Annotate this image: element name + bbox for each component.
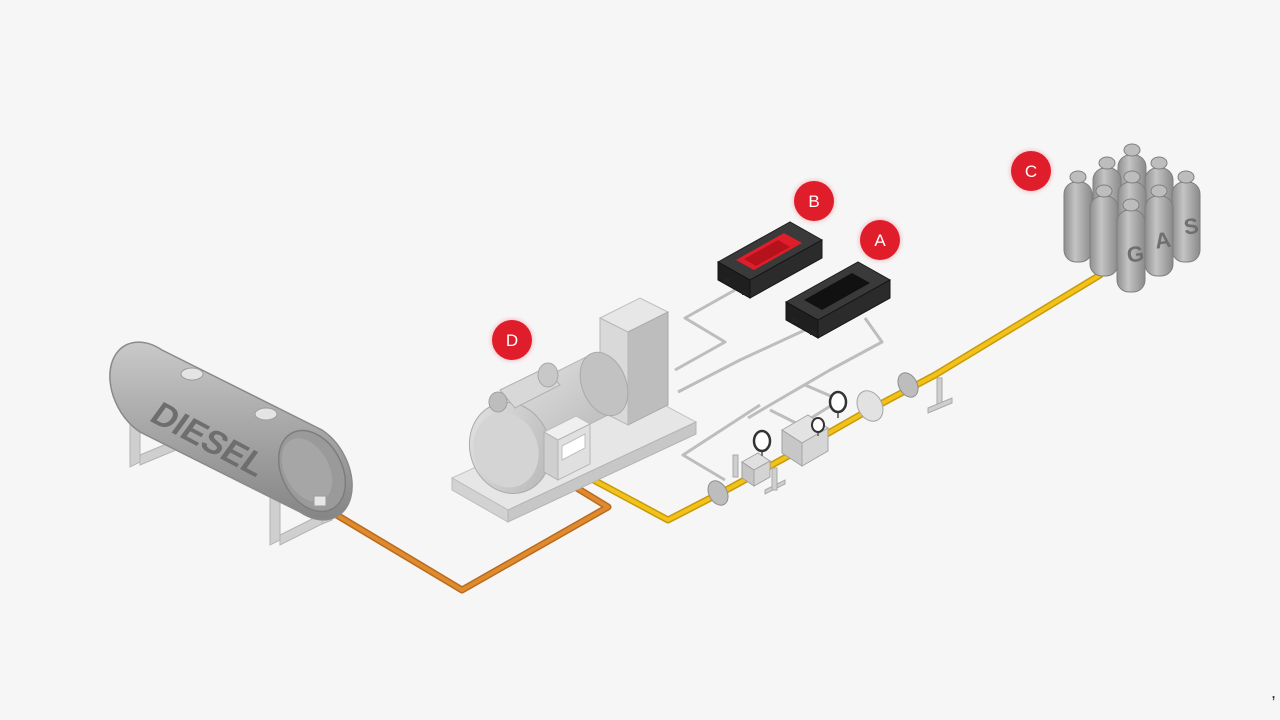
control-line-a-to-valves — [747, 317, 884, 420]
control-line-valve-loop — [769, 383, 842, 427]
gas-cylinder — [1116, 198, 1146, 293]
marker-a-label: A — [874, 231, 886, 250]
gas-letter-g: G — [1125, 241, 1145, 268]
stray-comma: , — [1271, 682, 1277, 702]
control-lines — [674, 288, 884, 482]
marker-c-label: C — [1025, 162, 1037, 181]
gas-letter-s: S — [1182, 213, 1200, 240]
marker-c[interactable]: C — [1005, 145, 1057, 197]
gas-valve-train — [707, 372, 953, 506]
pressure-gauges — [752, 390, 848, 456]
controller-b — [716, 221, 824, 299]
control-line-a-to-engine — [677, 328, 806, 394]
diesel-tank: DIESEL — [109, 341, 353, 546]
flange-left — [707, 480, 729, 506]
gas-cylinder-bundle — [1063, 143, 1201, 293]
controller-a-screen — [804, 273, 870, 310]
marker-d[interactable]: D — [486, 314, 538, 366]
marker-b[interactable]: B — [788, 175, 840, 227]
control-line-b-to-engine — [674, 288, 736, 372]
gas-letter-a: A — [1153, 227, 1172, 254]
controller-a — [784, 261, 892, 339]
marker-d-label: D — [506, 331, 518, 350]
diesel-pipe — [316, 478, 612, 594]
control-line-b-to-train — [681, 403, 761, 482]
marker-b-label: B — [808, 192, 819, 211]
engine-generator — [450, 297, 698, 523]
marker-a[interactable]: A — [854, 214, 906, 266]
flange-right — [897, 372, 919, 398]
gas-cylinder — [1089, 184, 1119, 277]
gas-cylinder — [1063, 170, 1093, 263]
gas-label: G A S — [1125, 213, 1200, 268]
